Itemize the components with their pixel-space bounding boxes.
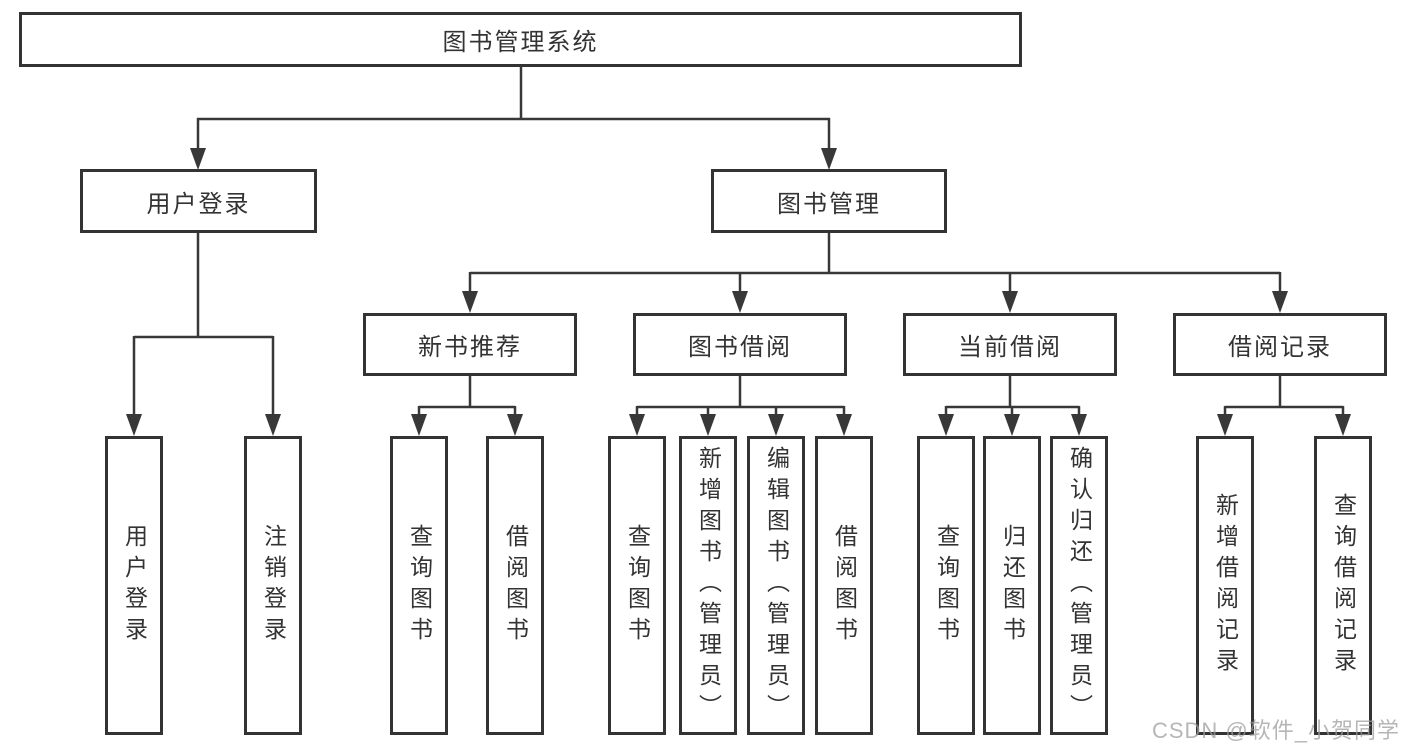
node-label: 查询图书 [406, 523, 433, 648]
arrowhead-down-icon [768, 414, 784, 436]
node-login-user-login: 用户登录 [105, 436, 163, 735]
connector-new-book-recommendation-children [411, 376, 523, 436]
node-label: 归还图书 [999, 523, 1026, 648]
arrowhead-down-icon [190, 148, 206, 170]
node-root: 图书管理系统 [19, 12, 1022, 67]
node-label: 用户登录 [121, 523, 148, 648]
node-label: 注销登录 [260, 523, 287, 648]
node-book-management: 图书管理 [711, 169, 947, 233]
node-label: 查询图书 [933, 523, 960, 648]
node-current-borrowing: 当前借阅 [903, 313, 1117, 376]
arrowhead-down-icon [126, 414, 142, 436]
arrowhead-down-icon [265, 414, 281, 436]
arrowhead-down-icon [1002, 291, 1018, 313]
arrowhead-down-icon [1335, 414, 1351, 436]
node-current-query-books: 查询图书 [917, 436, 975, 735]
arrowhead-down-icon [629, 414, 645, 436]
node-label: 借阅图书 [831, 523, 858, 648]
node-borrow-borrow-books: 借阅图书 [815, 436, 873, 735]
node-label: 新增图书（管理员） [695, 446, 722, 725]
node-label: 查询图书 [624, 523, 651, 648]
node-new-book-recommendation: 新书推荐 [363, 313, 577, 376]
node-borrow-edit-books-admin: 编辑图书（管理员） [747, 436, 805, 735]
node-borrowing-records: 借阅记录 [1173, 313, 1387, 376]
connector-current-borrowing-children [938, 376, 1087, 436]
node-label: 借阅图书 [502, 523, 529, 648]
node-login-logout: 注销登录 [244, 436, 302, 735]
node-label: 查询借阅记录 [1330, 492, 1357, 679]
arrowhead-down-icon [1004, 414, 1020, 436]
arrowhead-down-icon [462, 291, 478, 313]
node-user-login: 用户登录 [80, 169, 317, 233]
node-borrow-query-books: 查询图书 [608, 436, 666, 735]
node-current-confirm-return-admin: 确认归还（管理员） [1050, 436, 1108, 735]
arrowhead-down-icon [836, 414, 852, 436]
node-recommend-query-books: 查询图书 [390, 436, 448, 735]
node-label: 新增借阅记录 [1212, 492, 1239, 679]
arrowhead-down-icon [732, 291, 748, 313]
node-records-add-borrow-record: 新增借阅记录 [1196, 436, 1254, 735]
node-label: 确认归还（管理员） [1066, 446, 1093, 725]
connector-user-login-children [126, 233, 281, 436]
node-records-query-borrow-record: 查询借阅记录 [1314, 436, 1372, 735]
node-current-return-books: 归还图书 [983, 436, 1041, 735]
connector-borrowing-records-children [1217, 376, 1351, 436]
connector-root-to-level2 [190, 67, 837, 170]
arrowhead-down-icon [1217, 414, 1233, 436]
arrowhead-down-icon [411, 414, 427, 436]
connector-book-management-children [462, 233, 1288, 313]
arrowhead-down-icon [700, 414, 716, 436]
node-label: 编辑图书（管理员） [763, 446, 790, 725]
node-borrow-add-books-admin: 新增图书（管理员） [679, 436, 737, 735]
arrowhead-down-icon [507, 414, 523, 436]
node-recommend-borrow-books: 借阅图书 [486, 436, 544, 735]
arrowhead-down-icon [1272, 291, 1288, 313]
csdn-watermark: CSDN @软件_小贺同学 [1151, 718, 1400, 743]
arrowhead-down-icon [821, 148, 837, 170]
connector-book-borrowing-children [629, 376, 852, 436]
arrowhead-down-icon [938, 414, 954, 436]
node-book-borrowing: 图书借阅 [633, 313, 847, 376]
arrowhead-down-icon [1071, 414, 1087, 436]
